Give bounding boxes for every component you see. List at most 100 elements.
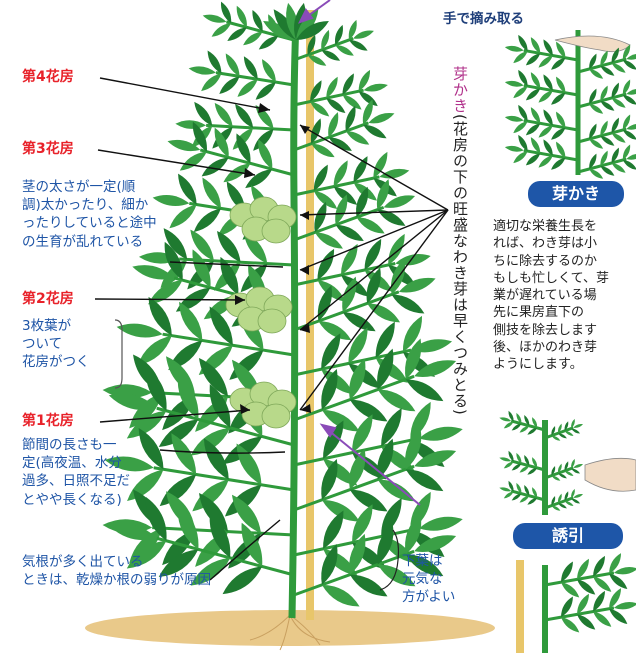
leaf <box>321 333 341 370</box>
leaf <box>202 177 221 209</box>
leaf <box>342 73 354 95</box>
leaf <box>525 123 541 136</box>
leaf <box>532 487 538 498</box>
branch <box>293 436 420 467</box>
leaf <box>600 135 615 146</box>
leaf <box>511 493 522 501</box>
stem-thickness-note: 茎の太さが一定(順 調)太かったり、細か ったりしていると途中 の生育が乱れてい… <box>22 179 157 250</box>
leaf <box>626 154 636 160</box>
leaf <box>193 208 221 233</box>
leaf <box>519 495 530 503</box>
leaf <box>314 201 327 233</box>
lower-leaves-note: 下葉は 元気な 方がよい <box>402 553 456 606</box>
leaf <box>192 249 211 288</box>
leaf <box>571 458 575 469</box>
leaf <box>152 194 190 207</box>
leaf <box>405 379 444 402</box>
bud-removal-badge: 芽かき <box>528 181 624 207</box>
leaf <box>381 408 402 447</box>
leaf <box>573 463 584 468</box>
leaf <box>543 139 553 156</box>
leaf <box>626 124 636 130</box>
leaf <box>551 57 566 70</box>
branch <box>153 466 295 492</box>
leaf <box>622 94 636 105</box>
leaf <box>577 593 589 615</box>
main-stem <box>288 19 300 619</box>
leaf <box>163 228 188 260</box>
leaf <box>235 103 254 128</box>
leaf <box>551 466 556 476</box>
branch <box>293 464 415 512</box>
leaf <box>577 614 596 630</box>
branch <box>510 419 546 432</box>
leaf <box>391 294 425 314</box>
leaf <box>383 195 416 208</box>
leaf <box>589 68 604 79</box>
branch <box>523 148 579 162</box>
leaf <box>368 112 395 124</box>
leaf <box>202 14 227 23</box>
leaf <box>511 423 522 431</box>
pinch-by-hand-label: 手で摘み取る <box>443 11 524 27</box>
leaf <box>622 79 631 95</box>
leaf <box>419 516 463 531</box>
leaf <box>557 423 562 434</box>
leaf <box>243 56 258 80</box>
branch <box>577 127 627 144</box>
leaf <box>116 323 163 338</box>
leaf <box>516 482 522 494</box>
leaf <box>622 159 636 170</box>
leaf <box>236 133 251 164</box>
leaf <box>313 190 338 210</box>
leaf <box>571 498 581 504</box>
leaf <box>564 421 569 431</box>
soil-mound <box>85 610 495 646</box>
leaf <box>358 91 378 107</box>
leaf <box>236 5 247 28</box>
vertical-bud-note: 芽かき(花房の下の旺盛なわき芽は早くつみとる) <box>450 66 471 526</box>
branch <box>156 406 295 447</box>
leaf <box>214 127 229 158</box>
leaf <box>225 53 240 77</box>
leaf <box>600 165 615 176</box>
leaf <box>551 475 561 481</box>
branch <box>215 71 295 87</box>
leaf <box>626 89 636 95</box>
leaf <box>516 412 522 424</box>
leaf <box>148 280 183 305</box>
leaf <box>398 277 436 293</box>
leaf <box>335 224 364 242</box>
leaf <box>411 339 453 353</box>
leaf <box>321 459 338 500</box>
leaf <box>551 157 566 170</box>
leaf <box>334 24 343 45</box>
leaf <box>201 157 229 177</box>
leaf <box>217 230 241 263</box>
leaf <box>377 438 394 480</box>
leaf <box>593 555 605 577</box>
internode-note: 節間の長さも一 定(高夜温、水分 過多、日照不足だ とやや長くなる) <box>22 437 130 508</box>
leaf <box>503 491 514 499</box>
leaf <box>108 393 157 411</box>
leaf <box>532 457 538 468</box>
leaf <box>513 86 528 99</box>
leaf <box>518 69 528 87</box>
leaf <box>519 425 530 433</box>
leaf <box>388 233 405 265</box>
fruit-clusters <box>225 196 297 429</box>
leaf <box>414 360 457 378</box>
leaf <box>511 463 522 471</box>
leaf <box>220 1 232 24</box>
leaf <box>530 107 541 124</box>
leaf <box>252 10 263 32</box>
leaf <box>126 540 167 569</box>
leaf <box>209 306 233 346</box>
leaf <box>504 115 524 122</box>
leaf <box>524 415 530 426</box>
leaf <box>377 389 416 412</box>
callout-arrowheads <box>235 103 311 414</box>
leaf <box>258 139 273 170</box>
leaf <box>556 111 566 128</box>
leaf <box>538 155 553 168</box>
